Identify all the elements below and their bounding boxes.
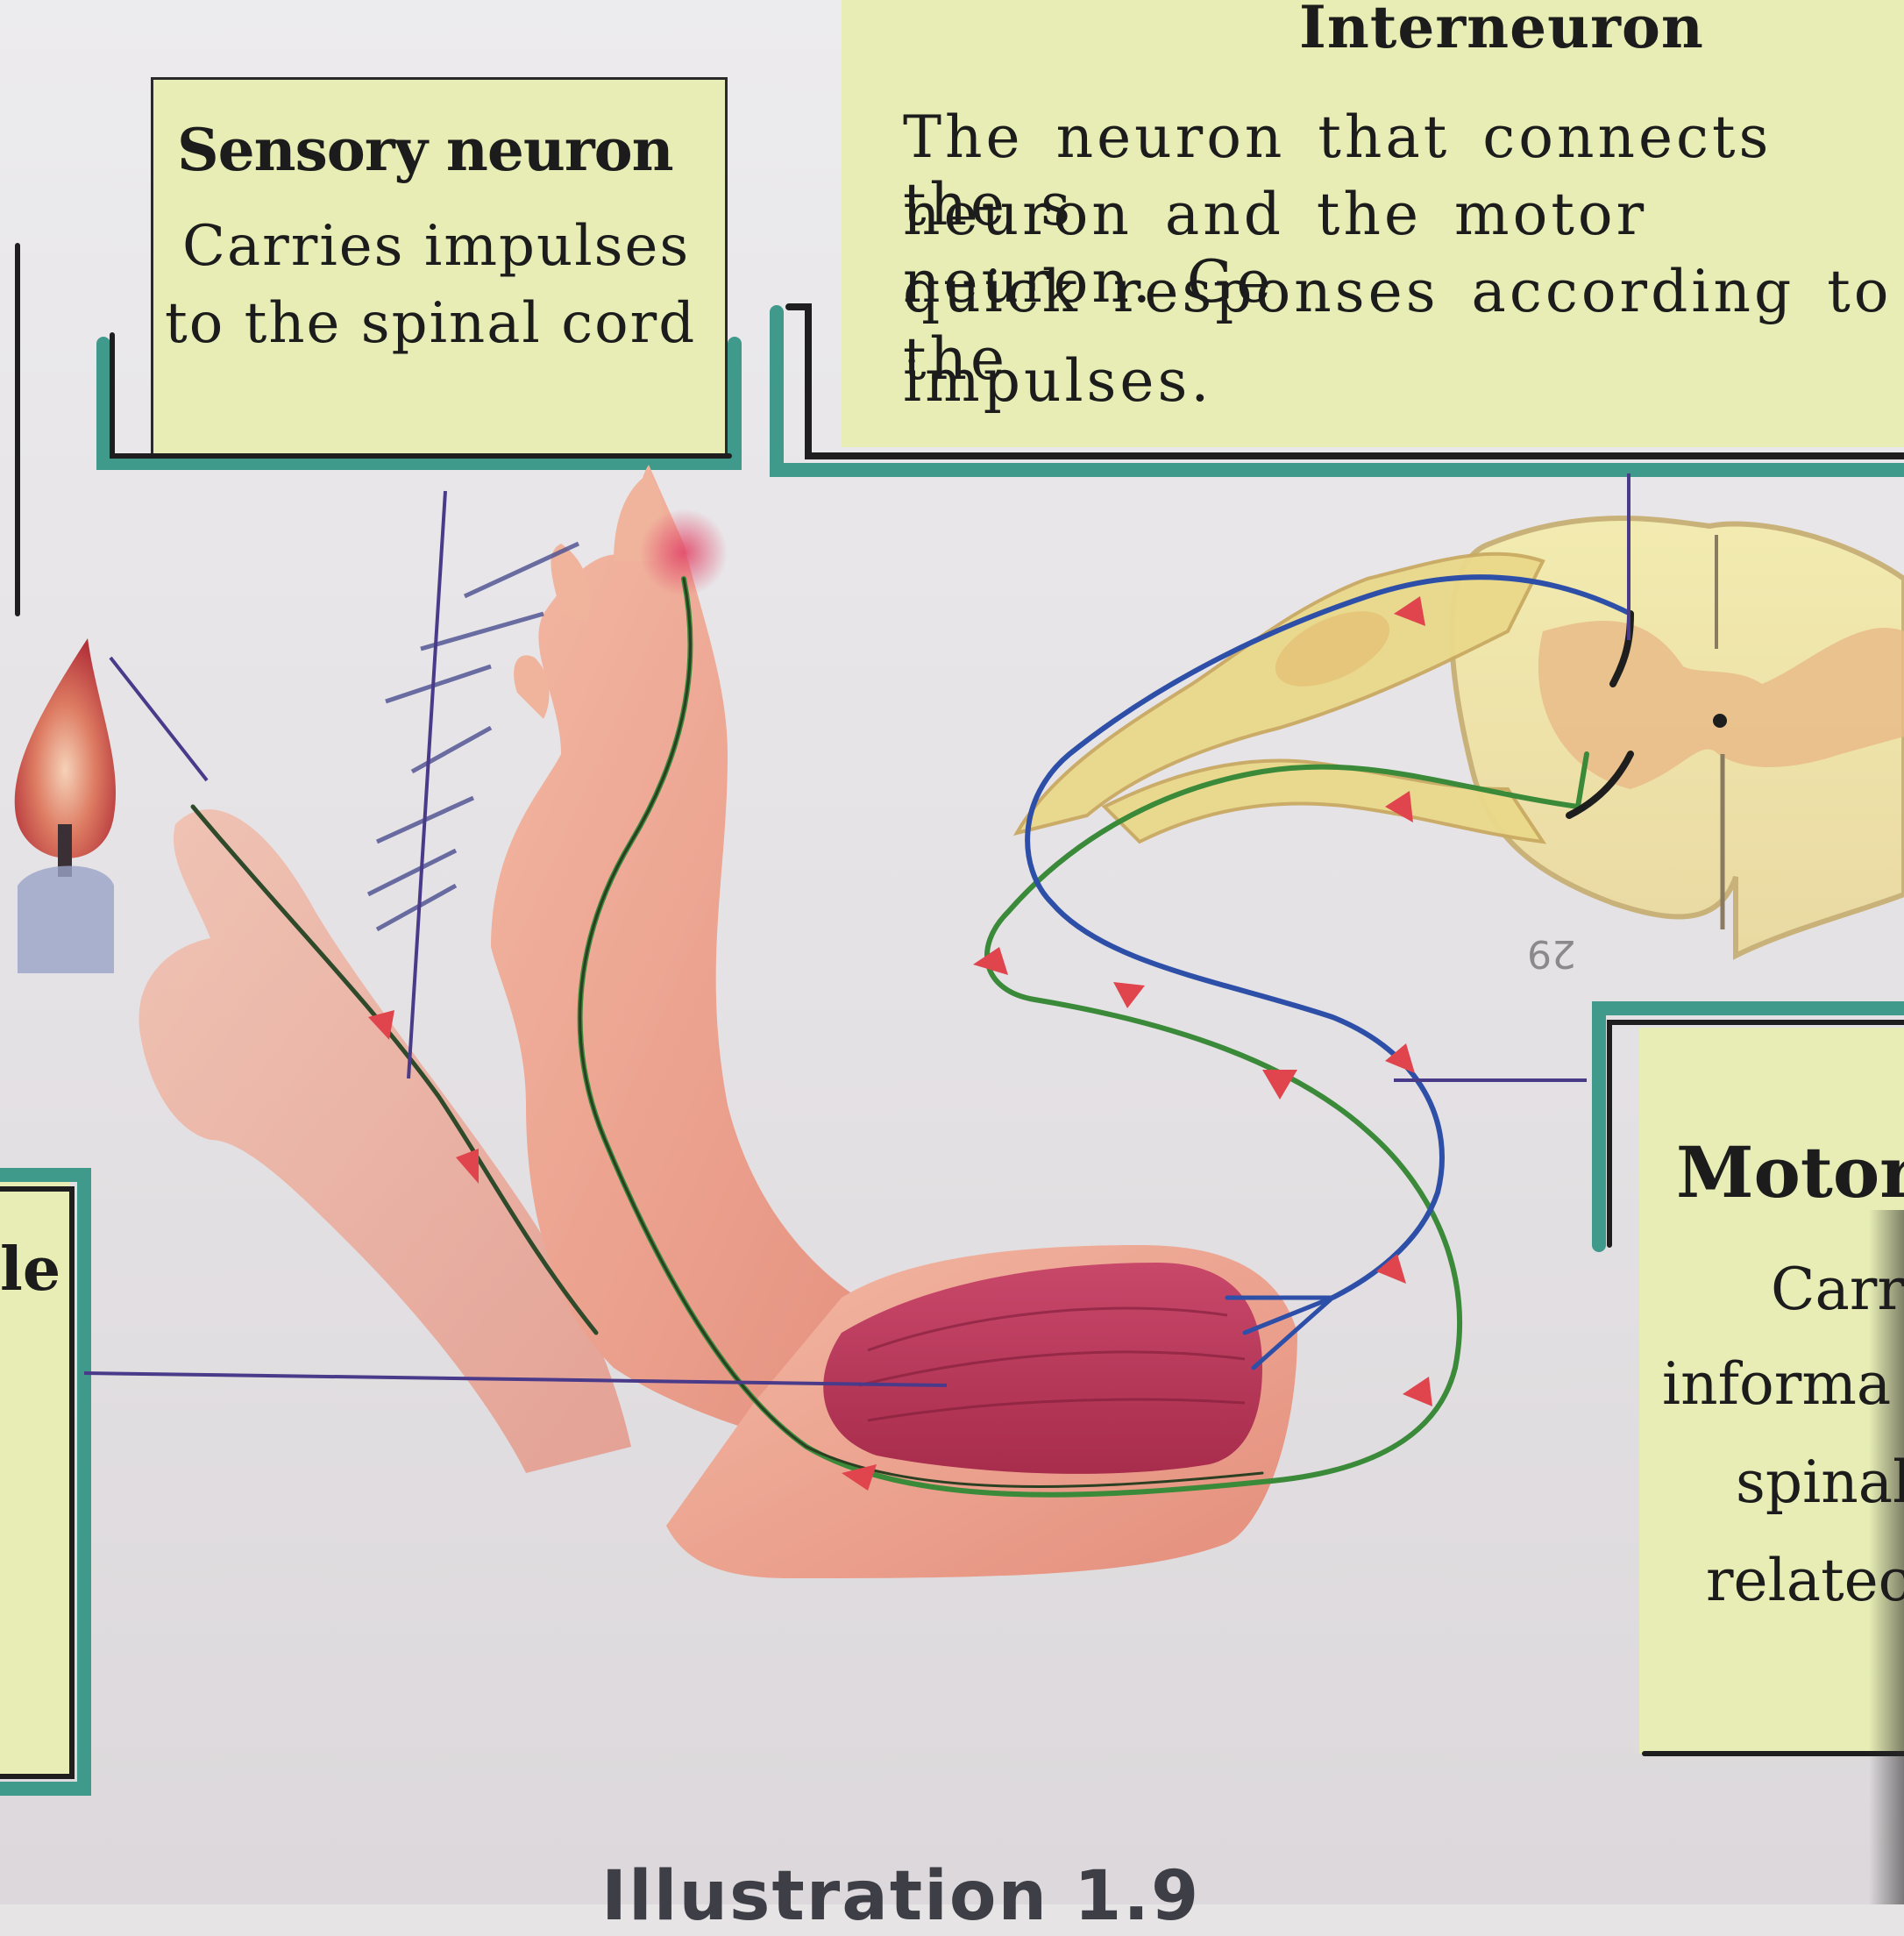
sensory-pathway — [190, 576, 1589, 1498]
sensory-neuron-text-line: Carries impulses — [182, 214, 691, 279]
interneuron-title: Interneuron — [1299, 0, 1704, 61]
interneuron-text-line: neuron and the motor neuron. Ge — [903, 181, 1648, 316]
sensory-neuron-text-line: to the spinal cord — [165, 291, 697, 356]
motor-neuron-text-line: spinal — [1736, 1448, 1904, 1516]
hand-arm-illustration — [139, 465, 1297, 1578]
motor-neuron-text-line: Carr — [1771, 1256, 1904, 1323]
impulse-arrows — [368, 596, 1432, 1491]
motor-neuron-text-line: informa — [1662, 1350, 1892, 1418]
sensory-neuron-box — [151, 77, 728, 467]
interneuron-text-line: impulses. — [903, 347, 1213, 415]
interneuron-box — [842, 0, 1904, 447]
motor-pathway — [1025, 574, 1634, 1370]
motor-neuron-text-line: relatec — [1706, 1547, 1904, 1614]
left-box — [0, 1182, 70, 1778]
motor-neuron-title: Motor — [1676, 1131, 1904, 1214]
sensory-neuron-title: Sensory neuron — [177, 116, 674, 184]
illustration-caption: Illustration 1.9 — [601, 1857, 1201, 1936]
spinal-cord-cross-section — [1012, 516, 1904, 960]
interneuron-text-line: The neuron that connects the s — [903, 103, 1773, 238]
motion-lines — [366, 541, 580, 932]
leader-lines — [83, 473, 1630, 1387]
left-box-label: le — [0, 1235, 61, 1305]
candle-flame-icon — [14, 638, 117, 973]
interneuron-text-line: quick responses according to the — [903, 258, 1893, 393]
page-number: 29 — [1527, 931, 1576, 976]
page-edge-shadow — [1869, 1210, 1904, 1904]
motor-neuron-box — [1639, 1028, 1904, 1754]
box-frames — [0, 243, 1904, 1796]
